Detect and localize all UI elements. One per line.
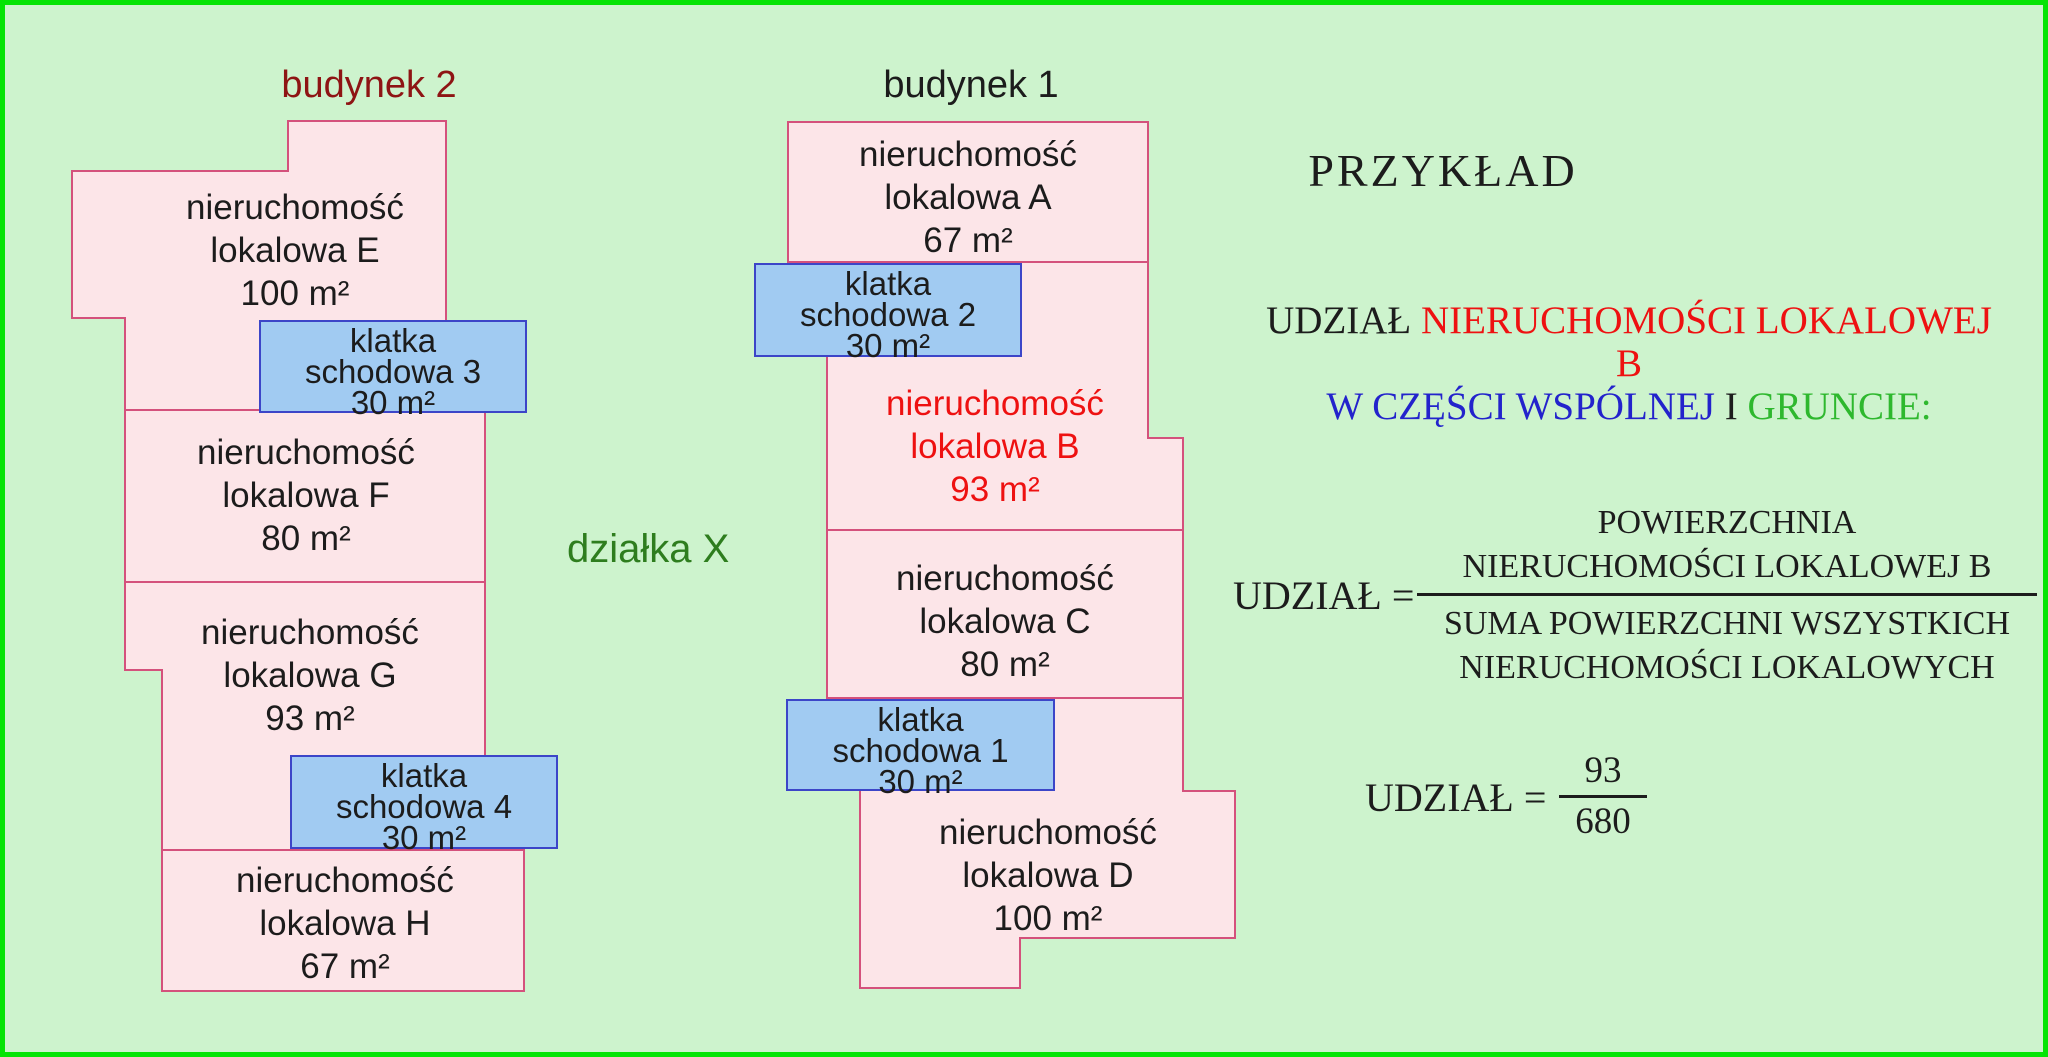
staircase-3-box: klatka schodowa 3 30 m²: [259, 320, 527, 419]
unit-H-area: 67 m²: [300, 947, 390, 986]
formula-fraction: POWIERZCHNIA NIERUCHOMOŚCI LOKALOWEJ B S…: [1417, 501, 2037, 690]
parcel-label: działka X: [567, 527, 730, 571]
unit-C-line2: lokalowa C: [919, 602, 1091, 641]
unit-A-area: 67 m²: [923, 221, 1013, 260]
unit-label-E: nieruchomość lokalowa E 100 m²: [130, 186, 460, 315]
staircase-3-area: 30 m²: [350, 384, 436, 421]
unit-D-line2: lokalowa D: [962, 856, 1134, 895]
heading-prefix: UDZIAŁ: [1266, 299, 1412, 342]
unit-label-G: nieruchomość lokalowa G 93 m²: [145, 611, 475, 740]
staircase-4-area: 30 m²: [381, 819, 467, 856]
unit-G-line1: nieruchomość: [201, 613, 419, 652]
formula-denominator-line2: NIERUCHOMOŚCI LOKALOWYCH: [1459, 649, 1995, 686]
unit-B-line2: lokalowa B: [910, 427, 1080, 466]
staircase-1-area: 30 m²: [878, 763, 963, 800]
heading-red-part: NIERUCHOMOŚCI LOKALOWEJ B: [1421, 299, 1992, 385]
staircase-4-box: klatka schodowa 4 30 m²: [290, 755, 558, 854]
staircase-1-line2: schodowa 1: [832, 732, 1009, 769]
share-heading: UDZIAŁ NIERUCHOMOŚCI LOKALOWEJ B W CZĘŚC…: [1257, 299, 2001, 428]
unit-label-A: nieruchomość lokalowa A 67 m²: [803, 133, 1133, 262]
unit-F-line1: nieruchomość: [197, 433, 415, 472]
unit-D-area: 100 m²: [993, 899, 1103, 938]
unit-B-line1: nieruchomość: [886, 384, 1104, 423]
staircase-2-area: 30 m²: [845, 327, 931, 364]
unit-D-line1: nieruchomość: [939, 813, 1157, 852]
staircase-1-line1: klatka: [877, 701, 964, 738]
unit-A-line1: nieruchomość: [859, 135, 1077, 174]
heading-blue-part: W CZĘŚCI WSPÓLNEJ: [1326, 385, 1715, 428]
formula-fraction-bar: [1417, 593, 2037, 596]
unit-F-area: 80 m²: [261, 519, 351, 558]
unit-H-line1: nieruchomość: [236, 861, 454, 900]
formula-numerator-line2: NIERUCHOMOŚCI LOKALOWEJ B: [1462, 548, 1992, 585]
heading-conjunction: I: [1724, 385, 1738, 428]
heading-green-part: GRUNCIE:: [1747, 385, 1932, 428]
unit-C-line1: nieruchomość: [896, 559, 1114, 598]
result-fraction: 93 680: [1553, 749, 1653, 844]
unit-C-area: 80 m²: [960, 645, 1050, 684]
unit-F-line2: lokalowa F: [222, 476, 390, 515]
staircase-2-box: klatka schodowa 2 30 m²: [754, 263, 1022, 362]
staircase-2-line2: schodowa 2: [799, 296, 977, 333]
share-heading-line2: W CZĘŚCI WSPÓLNEJ I GRUNCIE:: [1257, 385, 2001, 428]
unit-label-H: nieruchomość lokalowa H 67 m²: [180, 859, 510, 988]
formula-numerator-line1: POWIERZCHNIA: [1597, 504, 1857, 541]
result-denominator: 680: [1575, 801, 1631, 842]
unit-label-D: nieruchomość lokalowa D 100 m²: [883, 811, 1213, 940]
unit-label-C: nieruchomość lokalowa C 80 m²: [840, 557, 1170, 686]
staircase-4-line1: klatka: [380, 757, 468, 794]
staircase-3-line2: schodowa 3: [304, 353, 482, 390]
unit-E-line1: nieruchomość: [186, 188, 404, 227]
building-1-label: budynek 1: [883, 64, 1059, 106]
unit-G-area: 93 m²: [265, 699, 355, 738]
result-lhs: UDZIAŁ =: [1365, 775, 1547, 820]
staircase-4-line2: schodowa 4: [335, 788, 513, 825]
unit-H-line2: lokalowa H: [259, 904, 431, 943]
staircase-3-line1: klatka: [349, 322, 437, 359]
unit-A-line2: lokalowa A: [884, 178, 1052, 217]
unit-E-area: 100 m²: [240, 274, 350, 313]
staircase-2-line1: klatka: [844, 265, 932, 302]
result-numerator: 93: [1584, 750, 1622, 791]
unit-shape-H: [161, 849, 525, 992]
unit-label-F: nieruchomość lokalowa F 80 m²: [141, 431, 471, 560]
building-2-label: budynek 2: [281, 64, 457, 106]
unit-E-line2: lokalowa E: [210, 231, 380, 270]
example-title: PRZYKŁAD: [1308, 145, 1578, 196]
unit-G-line2: lokalowa G: [223, 656, 397, 695]
unit-label-B-highlighted: nieruchomość lokalowa B 93 m²: [830, 382, 1160, 511]
result-fraction-bar: [1559, 795, 1647, 798]
formula-lhs: UDZIAŁ =: [1233, 573, 1415, 618]
share-heading-line1: UDZIAŁ NIERUCHOMOŚCI LOKALOWEJ B: [1257, 299, 2001, 385]
unit-B-area: 93 m²: [950, 470, 1040, 509]
formula-denominator-line1: SUMA POWIERZCHNI WSZYSTKICH: [1443, 605, 2011, 642]
staircase-1-box: klatka schodowa 1 30 m²: [786, 699, 1055, 798]
